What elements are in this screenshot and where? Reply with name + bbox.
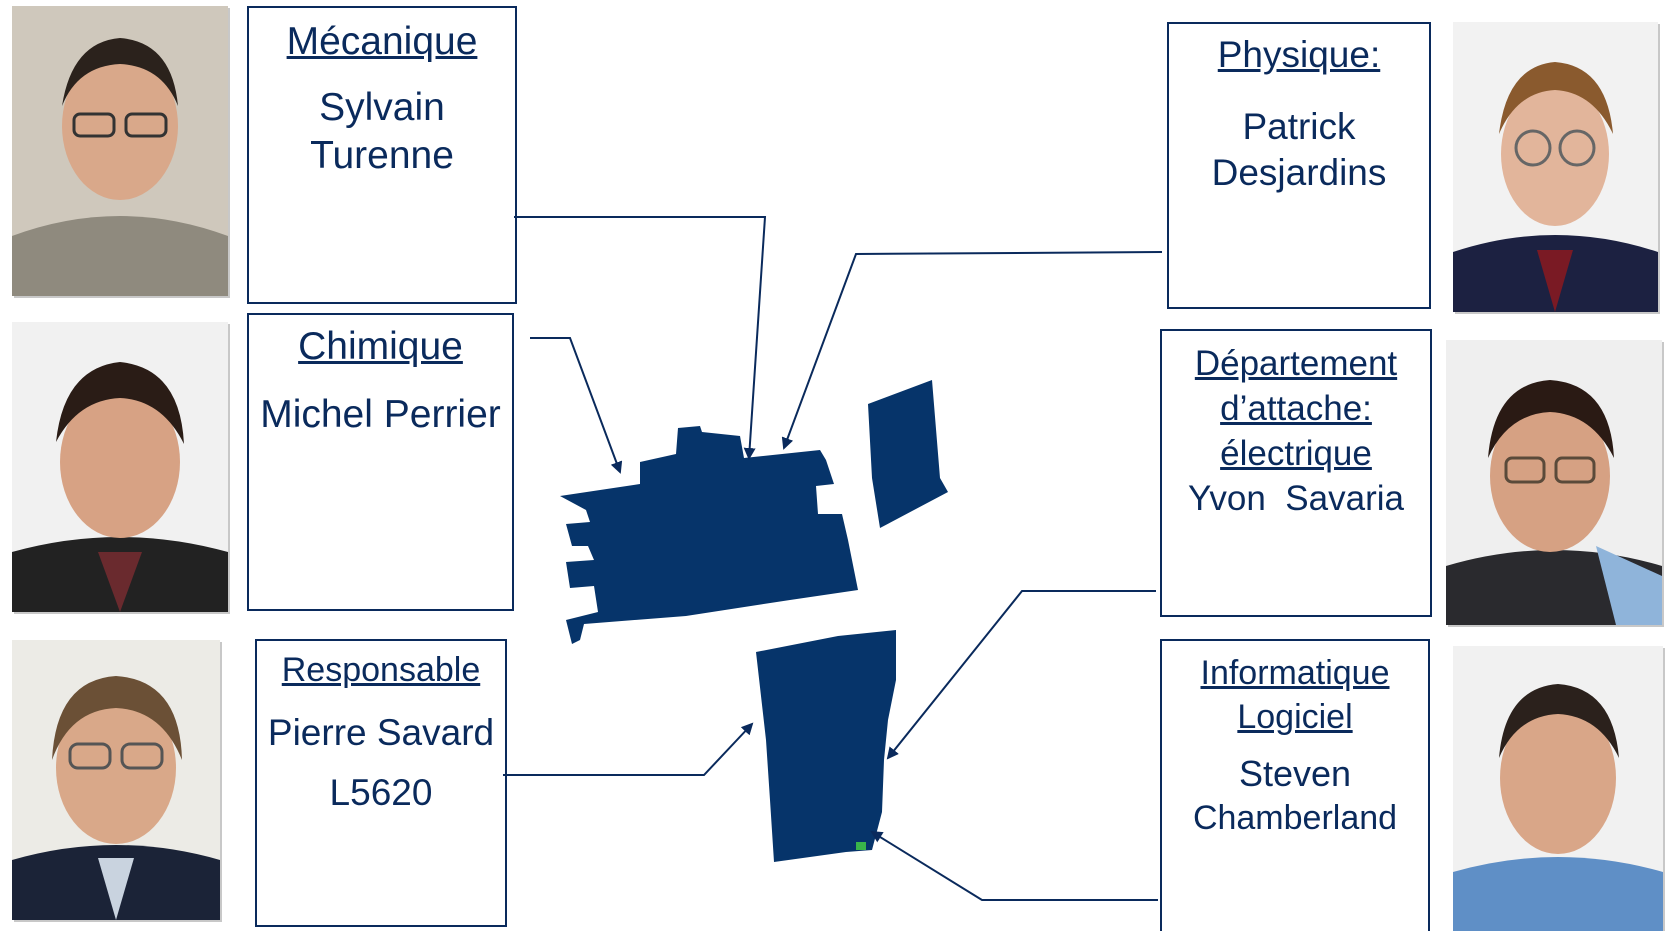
card-person-line: Turenne bbox=[310, 134, 454, 177]
card-department: Responsable bbox=[281, 651, 481, 689]
card-department-line: Département bbox=[1194, 344, 1398, 383]
photo-pierre-savard bbox=[12, 640, 220, 920]
connector-chimique bbox=[530, 337, 623, 474]
card-informatique: Informatique Logiciel Steven Chamberland bbox=[1160, 639, 1430, 931]
card-mecanique: Mécanique Sylvain Turenne bbox=[247, 6, 517, 304]
card-department: Mécanique bbox=[286, 20, 478, 63]
card-physique: Physique: Patrick Desjardins bbox=[1167, 22, 1431, 309]
photo-michel-perrier bbox=[12, 322, 228, 612]
photo-sylvain-turenne bbox=[12, 6, 228, 296]
building-main bbox=[560, 426, 858, 644]
card-department-line: Informatique bbox=[1200, 654, 1390, 692]
card-department-line: Logiciel bbox=[1237, 698, 1353, 736]
connector-responsable bbox=[503, 722, 754, 776]
photo-patrick-desjardins bbox=[1453, 22, 1658, 312]
card-chimique: Chimique Michel Perrier bbox=[247, 313, 514, 611]
connector-electrique bbox=[886, 590, 1156, 760]
connector-informatique bbox=[870, 830, 1158, 901]
accent-marker bbox=[856, 842, 866, 850]
connector-mecanique bbox=[514, 216, 767, 460]
card-person-line: Steven bbox=[1238, 753, 1352, 794]
photo-yvon-savaria bbox=[1446, 340, 1662, 625]
card-person-line: Desjardins bbox=[1211, 152, 1387, 193]
card-person-line: Sylvain bbox=[319, 86, 445, 129]
card-person-line: Chamberland bbox=[1192, 799, 1398, 837]
building-annex bbox=[868, 380, 948, 528]
card-person-line: Michel Perrier bbox=[260, 393, 501, 436]
card-person-line: Patrick bbox=[1242, 106, 1356, 147]
card-person-line: Pierre Savard bbox=[267, 712, 495, 753]
card-person-line: Yvon Savaria bbox=[1188, 479, 1404, 518]
card-department: Physique: bbox=[1217, 34, 1381, 75]
connector-physique bbox=[781, 251, 1163, 450]
building-pavilion bbox=[756, 630, 896, 862]
card-department-line: d’attache: bbox=[1220, 389, 1372, 428]
card-department: Chimique bbox=[298, 325, 463, 368]
card-electrique: Département d’attache: électrique Yvon S… bbox=[1160, 329, 1432, 617]
card-responsable: Responsable Pierre Savard L5620 bbox=[255, 639, 507, 927]
card-person-line: L5620 bbox=[329, 772, 433, 813]
card-department-line: électrique bbox=[1220, 434, 1372, 473]
photo-steven-chamberland bbox=[1453, 646, 1663, 931]
